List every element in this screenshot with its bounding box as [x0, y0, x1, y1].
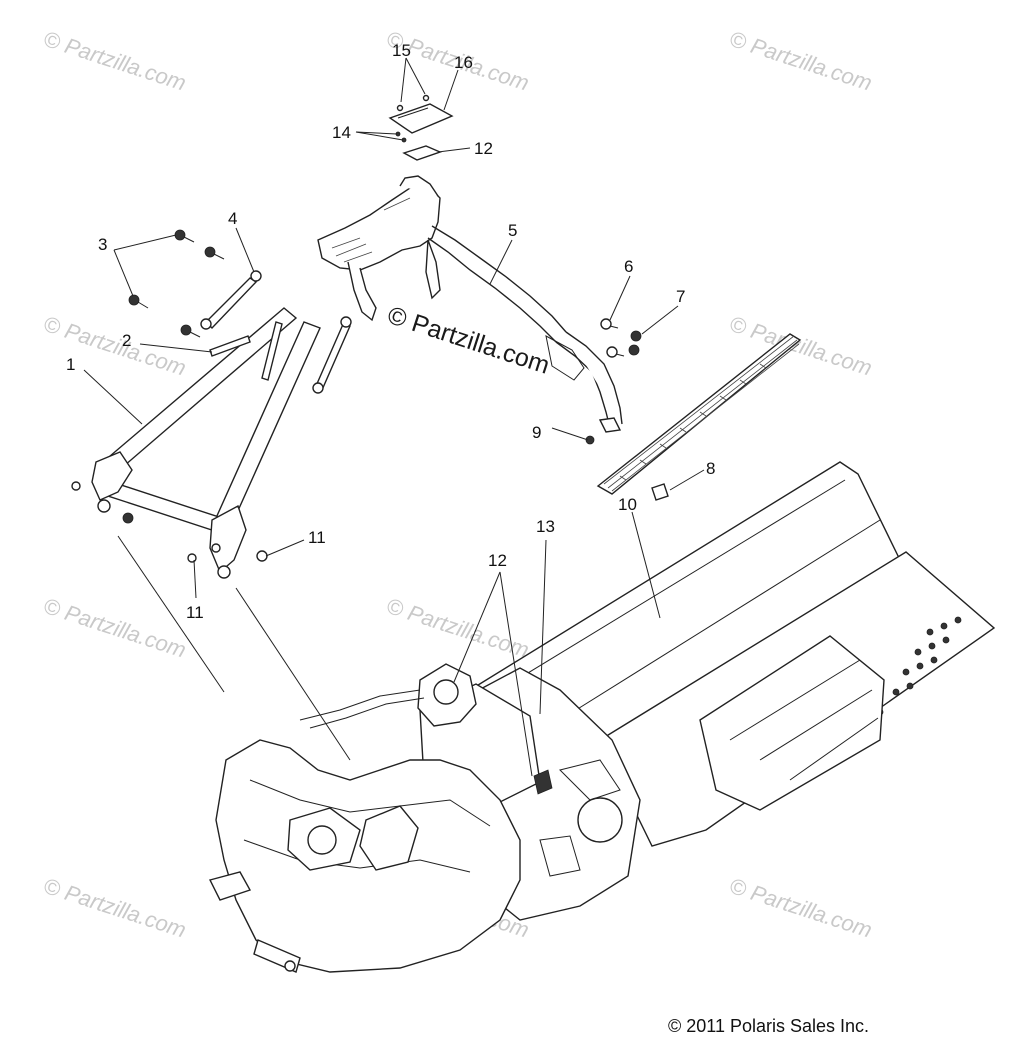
watermark: © Partzilla.com: [40, 26, 189, 96]
watermark: © Partzilla.com: [40, 593, 189, 663]
callout-11-right: 11: [308, 528, 326, 547]
callout-4: 4: [228, 209, 237, 228]
copyright-notice: © 2011 Polaris Sales Inc.: [668, 1016, 869, 1036]
callout-13: 13: [536, 517, 555, 536]
callout-5: 5: [508, 221, 517, 240]
callout-7: 7: [676, 287, 685, 306]
callout-12-top: 12: [474, 139, 493, 158]
part-5-steering-post: [317, 175, 623, 433]
part-2-rod: [209, 321, 283, 381]
part-4-rod-end: [200, 270, 352, 394]
callout-14: 14: [332, 123, 351, 142]
callout-6: 6: [624, 257, 633, 276]
watermark: © Partzilla.com: [40, 311, 189, 381]
callout-2: 2: [122, 331, 131, 350]
callout-10: 10: [618, 495, 637, 514]
callout-12: 12: [488, 551, 507, 570]
callout-8: 8: [706, 459, 715, 478]
watermark: © Partzilla.com: [40, 873, 189, 943]
callout-16: 16: [454, 53, 473, 72]
part-1-support-bars: [91, 307, 321, 579]
callout-11-bottom: 11: [186, 603, 204, 622]
part-15-screws: [396, 94, 430, 112]
watermark: © Partzilla.com: [726, 873, 875, 943]
fasteners: [71, 318, 669, 563]
callout-1: 1: [66, 355, 75, 374]
leader-lines: [83, 57, 705, 777]
part-16-plate: [388, 103, 454, 134]
part-12-pad-top: [402, 145, 442, 161]
callout-15: 15: [392, 41, 411, 60]
part-10-heat-exchanger: [596, 333, 802, 495]
part-3-bolts: [128, 229, 225, 338]
callout-9: 9: [532, 423, 541, 442]
watermark: © Partzilla.com: [726, 26, 875, 96]
watermark-center: © Partzilla.com: [384, 301, 553, 380]
part-14-nuts: [395, 131, 407, 143]
watermark: © Partzilla.com: [383, 593, 532, 663]
callouts: 15 16 14 12 3 4 5 6 7 2 1 9 8 10 13 11 1…: [66, 41, 715, 622]
chassis: [208, 461, 996, 973]
callout-3: 3: [98, 235, 107, 254]
